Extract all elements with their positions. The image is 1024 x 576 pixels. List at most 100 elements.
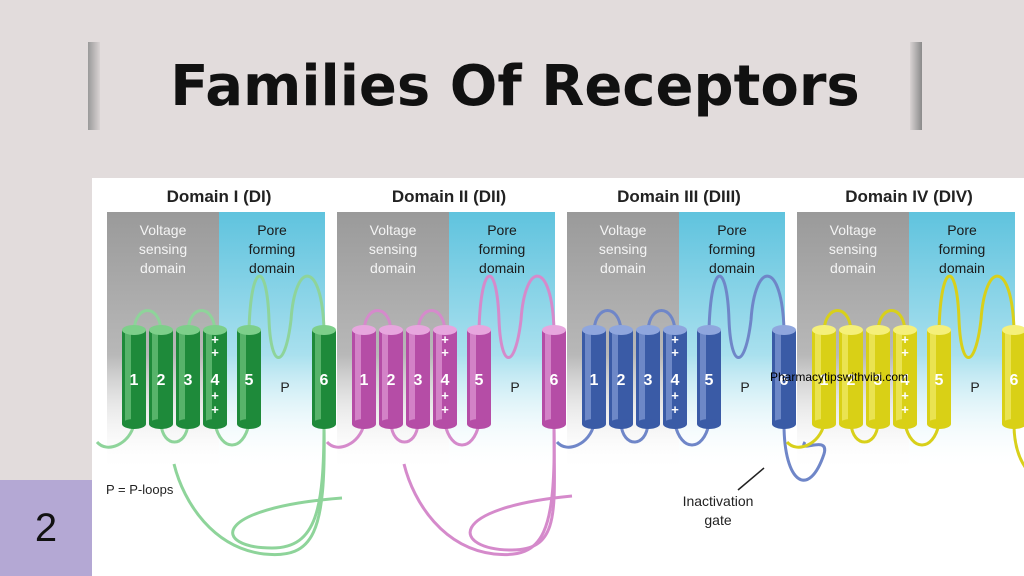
helix-bottom-cap (663, 419, 687, 429)
connecting-loop (443, 423, 481, 447)
connecting-loop (876, 309, 907, 331)
helix-highlight (585, 330, 591, 424)
helix-highlight (639, 330, 645, 424)
helix-bottom-cap (1002, 419, 1024, 429)
helix-number-label: 1 (130, 372, 139, 389)
helix-number-label: 2 (617, 372, 626, 389)
helix-number-label: 6 (1010, 372, 1019, 389)
helix-bottom-cap (312, 419, 336, 429)
helix-bottom-cap (433, 419, 457, 429)
helix-number-label: 6 (550, 372, 559, 389)
helix-highlight (842, 330, 848, 424)
slide-title-container: Families Of Receptors (100, 42, 930, 130)
inactivation-label-line2: gate (704, 512, 731, 528)
helix-bottom-cap (176, 419, 200, 429)
voltage-sensing-label: sensing (599, 241, 647, 257)
helix-highlight (612, 330, 618, 424)
title-bar-right-decoration (910, 42, 922, 130)
voltage-sensing-label: domain (140, 260, 186, 276)
voltage-sensing-label: sensing (829, 241, 877, 257)
charge-plus-symbol: + (671, 345, 679, 360)
helix-highlight (436, 330, 442, 424)
helix-top-cap (237, 325, 261, 335)
helix-bottom-cap (406, 419, 430, 429)
diagram-canvas: Domain I (DI) Voltage sensing domain Pore for… (95, 187, 1024, 557)
connecting-loop (213, 423, 251, 447)
p-loop-label: P (510, 379, 519, 395)
helix-bottom-cap (636, 419, 660, 429)
helix-highlight (1005, 330, 1011, 424)
connecting-loop (592, 309, 623, 331)
helix-bottom-cap (542, 419, 566, 429)
helix-number-label: 3 (184, 372, 193, 389)
helix-highlight (409, 330, 415, 424)
charge-plus-symbol: + (211, 402, 219, 417)
helix-number-label: 6 (320, 372, 329, 389)
connecting-loop (389, 423, 420, 444)
helix-highlight (815, 330, 821, 424)
p-loop-label: P (280, 379, 289, 395)
pore-forming-label: forming (249, 241, 296, 257)
helix-top-cap (176, 325, 200, 335)
helix-number-label: 4 (211, 372, 220, 389)
helix-top-cap (927, 325, 951, 335)
helix-number-label: 4 (671, 372, 680, 389)
voltage-sensing-label: domain (600, 260, 646, 276)
helix-top-cap (312, 325, 336, 335)
helix-bottom-cap (812, 419, 836, 429)
c-terminus-tail (1012, 423, 1024, 468)
connecting-loop (247, 274, 326, 359)
domain-title: Domain I (DI) (167, 187, 272, 206)
helix-bottom-cap (927, 419, 951, 429)
page-number: 2 (34, 505, 58, 550)
helix-top-cap (542, 325, 566, 335)
helix-number-label: 5 (475, 372, 484, 389)
charge-plus-symbol: + (671, 388, 679, 403)
charge-plus-symbol: + (441, 402, 449, 417)
connecting-loop (903, 423, 941, 447)
helix-highlight (152, 330, 158, 424)
connecting-loop (362, 309, 393, 331)
pore-forming-label: Pore (717, 222, 747, 238)
charge-plus-symbol: + (901, 332, 909, 347)
helix-number-label: 4 (901, 372, 910, 389)
pore-forming-label: forming (479, 241, 526, 257)
p-loop-label: P (740, 379, 749, 395)
helix-bottom-cap (122, 419, 146, 429)
helix-number-label: 5 (935, 372, 944, 389)
connecting-loop (619, 423, 650, 444)
connecting-loop (707, 274, 786, 359)
helix-highlight (700, 330, 706, 424)
charge-plus-symbol: + (441, 388, 449, 403)
helix-top-cap (406, 325, 430, 335)
helix-bottom-cap (772, 419, 796, 429)
helix-bottom-cap (467, 419, 491, 429)
helix-top-cap (1002, 325, 1024, 335)
pore-forming-label: domain (249, 260, 295, 276)
helix-number-label: 1 (590, 372, 599, 389)
connecting-loop (477, 274, 556, 359)
helix-highlight (869, 330, 875, 424)
helix-number-label: 1 (360, 372, 369, 389)
inactivation-label-line1: Inactivation (683, 493, 754, 509)
connecting-loop (416, 309, 447, 331)
ion-channel-diagram: Domain I (DI) Voltage sensing domain Pore for… (92, 178, 1024, 576)
helix-highlight (545, 330, 551, 424)
voltage-sensing-label: Voltage (830, 222, 877, 238)
domain-linker-long-loop (231, 423, 343, 550)
pore-forming-label: Pore (487, 222, 517, 238)
helix-highlight (125, 330, 131, 424)
helix-top-cap (122, 325, 146, 335)
voltage-sensing-label: Voltage (140, 222, 187, 238)
helix-highlight (382, 330, 388, 424)
helix-number-label: 1 (820, 372, 829, 389)
helix-number-label: 2 (157, 372, 166, 389)
helix-bottom-cap (697, 419, 721, 429)
voltage-sensing-label: domain (370, 260, 416, 276)
connecting-loop (937, 274, 1016, 359)
helix-highlight (775, 330, 781, 424)
helix-top-cap (203, 325, 227, 335)
connecting-loop (186, 309, 217, 331)
helix-highlight (240, 330, 246, 424)
charge-plus-symbol: + (211, 345, 219, 360)
